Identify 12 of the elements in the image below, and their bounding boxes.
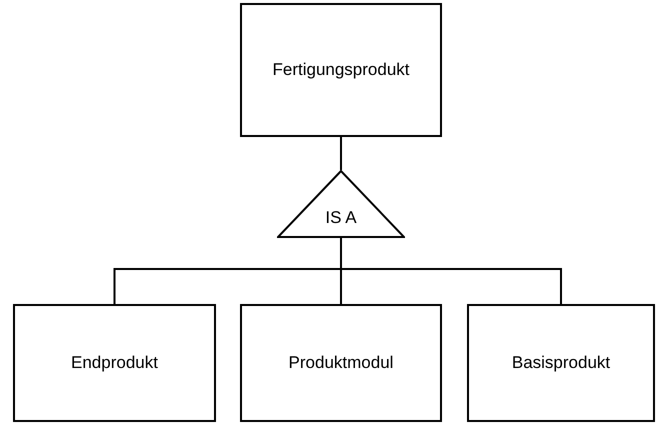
connector-line	[340, 238, 562, 304]
is-a-triangle	[277, 170, 405, 238]
connector-line	[340, 137, 342, 170]
entity-box	[240, 3, 442, 137]
entity-name: Fertigungsprodukt	[272, 60, 410, 80]
entity-box	[13, 304, 216, 422]
entity-name: Endprodukt	[71, 353, 158, 373]
entity-box	[467, 304, 655, 422]
entity-name: Produktmodul	[288, 353, 394, 373]
entity-name: Basisprodukt	[512, 353, 610, 373]
entity-box	[240, 304, 442, 422]
relation-label: IS A	[325, 208, 357, 228]
